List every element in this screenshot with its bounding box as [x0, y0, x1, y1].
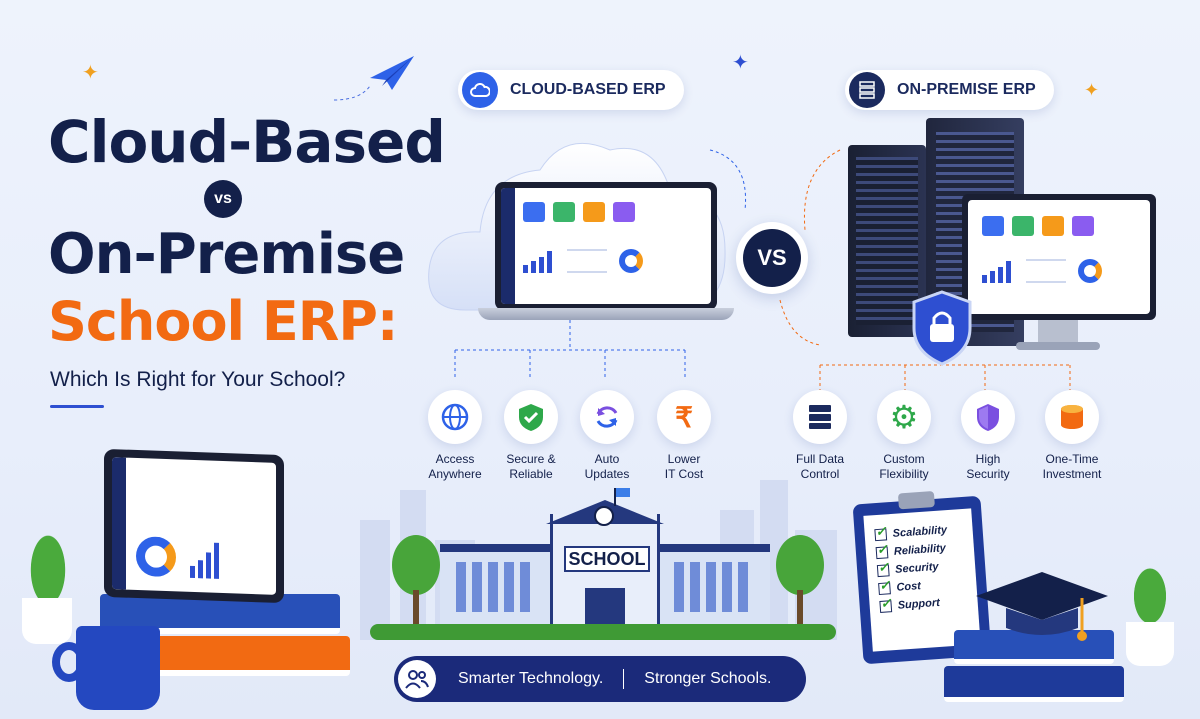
vs-center-label: VS	[743, 229, 801, 287]
book-stack-orange	[140, 636, 350, 676]
users-icon	[398, 660, 436, 698]
globe-icon	[428, 390, 482, 444]
sparkle-icon: ✦	[732, 52, 749, 74]
hedge	[370, 624, 836, 640]
laptop-base	[478, 308, 734, 320]
cloud-erp-pill: CLOUD-BASED ERP	[458, 70, 684, 110]
server-icon	[849, 72, 885, 108]
monitor-base	[1016, 342, 1100, 350]
coins-icon	[1045, 390, 1099, 444]
onprem-erp-pill: ON-PREMISE ERP	[845, 70, 1054, 110]
checklist-item: Scalability	[874, 523, 963, 542]
laptop-screen	[501, 188, 711, 304]
tree-icon	[776, 535, 824, 595]
subtitle: Which Is Right for Your School?	[50, 368, 346, 391]
plant-pot	[1126, 622, 1174, 666]
cloud-icon	[462, 72, 498, 108]
banner-right-text: Stronger Schools.	[644, 670, 772, 687]
server-stack-icon	[793, 390, 847, 444]
desktop-monitor	[962, 194, 1156, 320]
checklist-item: Security	[876, 559, 966, 578]
title-line-2: On-Premise	[48, 222, 405, 287]
book-stack-right	[954, 630, 1114, 664]
banner-divider	[623, 669, 625, 689]
plant-icon	[18, 510, 78, 610]
rupee-icon: ₹	[657, 390, 711, 444]
clock-icon	[594, 506, 614, 526]
plant-icon	[1122, 548, 1178, 628]
school-sign: SCHOOL	[564, 546, 650, 572]
checklist-item: Cost	[878, 577, 967, 596]
shield-check-icon	[504, 390, 558, 444]
cloud-laptop	[495, 182, 717, 310]
paper-plane-icon	[333, 56, 414, 101]
book-stack-right-2	[944, 666, 1124, 702]
mug-icon	[76, 626, 160, 710]
tablet-device	[104, 448, 284, 604]
checklist-item: Support	[879, 595, 968, 613]
title-underline	[50, 405, 104, 408]
bottom-banner: Smarter Technology. Stronger Schools.	[394, 656, 806, 702]
refresh-icon	[580, 390, 634, 444]
plant-pot	[22, 598, 72, 644]
checklist-item: Reliability	[875, 541, 965, 560]
monitor-screen	[968, 200, 1150, 314]
onprem-erp-label: ON-PREMISE ERP	[897, 81, 1036, 98]
gear-icon: ⚙	[877, 390, 931, 444]
cloud-erp-label: CLOUD-BASED ERP	[510, 81, 666, 98]
banner-left-text: Smarter Technology.	[458, 670, 604, 687]
vs-badge-small: vs	[204, 180, 242, 218]
vs-badge-center: VS	[736, 222, 808, 294]
title-line-3: School ERP:	[48, 290, 398, 353]
monitor-stand	[1038, 320, 1078, 342]
school-building: SCHOOL	[440, 500, 770, 636]
sparkle-icon: ✦	[82, 62, 99, 84]
title-line-1: Cloud-Based	[48, 108, 446, 176]
tree-icon	[392, 535, 440, 595]
tablet-screen	[112, 457, 276, 595]
graduation-cap-icon	[976, 572, 1108, 641]
feature-secure-reliable: Secure &Reliable	[499, 390, 563, 482]
shield-icon	[961, 390, 1015, 444]
flag-icon	[614, 488, 616, 506]
sparkle-icon: ✦	[1084, 80, 1100, 100]
connector-lines	[454, 149, 1071, 390]
shield-lock-icon	[912, 290, 972, 366]
